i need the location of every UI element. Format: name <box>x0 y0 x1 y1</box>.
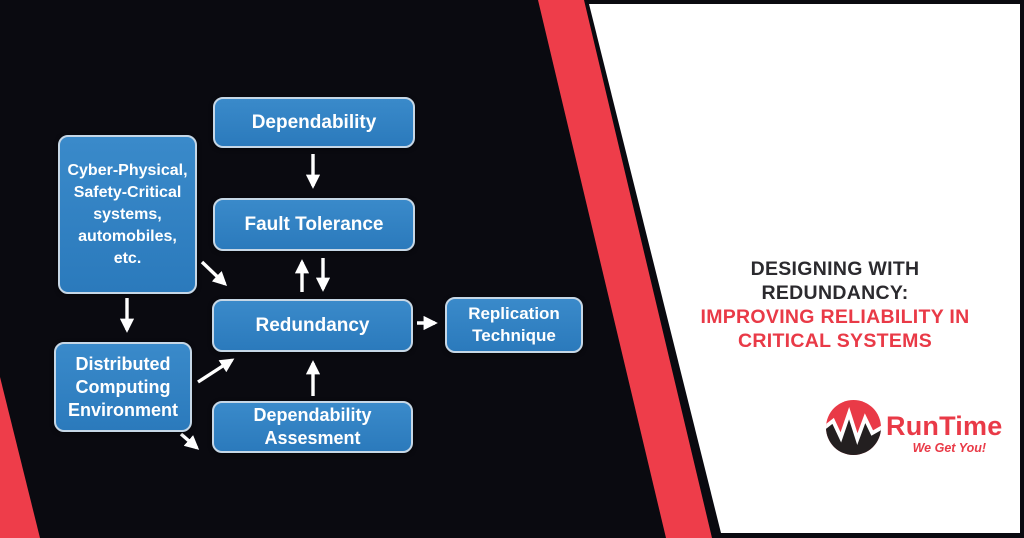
panel-title: DESIGNING WITH REDUNDANCY:IMPROVING RELI… <box>670 233 1000 377</box>
node-cyber-physical-systems: Cyber-Physical, Safety-Critical systems,… <box>58 135 197 294</box>
title-black-part: DESIGNING WITH REDUNDANCY: <box>750 258 920 304</box>
node-dependability-assesment: Dependability Assesment <box>212 401 413 453</box>
node-dependability: Dependability <box>213 97 415 148</box>
node-replication-technique: Replication Technique <box>445 297 583 353</box>
arrow-distributed-to-assesment <box>179 432 200 450</box>
title-red-part: IMPROVING RELIABILITY IN CRITICAL SYSTEM… <box>700 306 970 352</box>
arrow-cyber-physical-to-redundancy <box>200 260 228 286</box>
runtime-logo-icon <box>826 400 881 455</box>
arrow-distributed-to-redundancy <box>197 358 235 384</box>
node-distributed-computing-environment: Distributed Computing Environment <box>54 342 192 432</box>
node-fault-tolerance: Fault Tolerance <box>213 198 415 251</box>
node-redundancy: Redundancy <box>212 299 413 352</box>
runtime-logo-tagline: We Get You! <box>912 441 986 455</box>
runtime-logo-wordmark: RunTime <box>886 411 1003 441</box>
